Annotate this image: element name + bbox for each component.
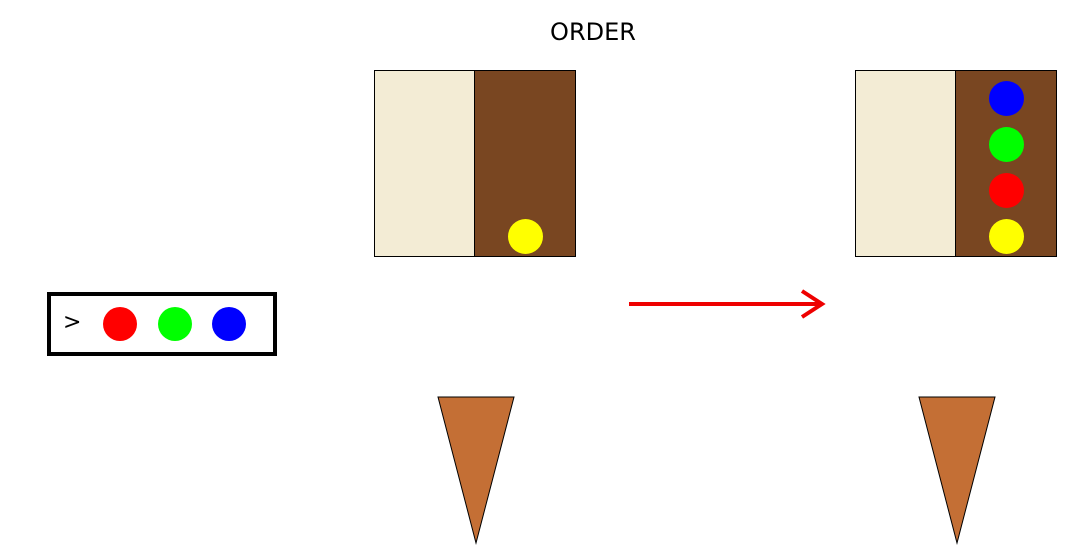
- current-scoop-1: [508, 219, 543, 254]
- target-scoop-4: [989, 81, 1024, 116]
- target-scoop-3: [989, 127, 1024, 162]
- current-cone-icon: [437, 396, 515, 545]
- target-scoop-stack: [956, 71, 1056, 256]
- target-cone-icon: [918, 396, 996, 545]
- current-scoop-box: [374, 70, 576, 257]
- target-box-left-panel: [856, 71, 956, 256]
- current-scoop-stack: [475, 71, 575, 256]
- scoop-queue: >: [47, 292, 277, 356]
- queue-ball-green: [158, 307, 192, 341]
- right-arrow-icon: [629, 289, 826, 319]
- order-title: ORDER: [550, 18, 636, 46]
- queue-prompt: >: [63, 310, 82, 335]
- target-scoop-box: [855, 70, 1057, 257]
- queue-ball-red: [103, 307, 137, 341]
- target-scoop-2: [989, 173, 1024, 208]
- current-box-left-panel: [375, 71, 475, 256]
- target-scoop-1: [989, 219, 1024, 254]
- queue-ball-blue: [212, 307, 246, 341]
